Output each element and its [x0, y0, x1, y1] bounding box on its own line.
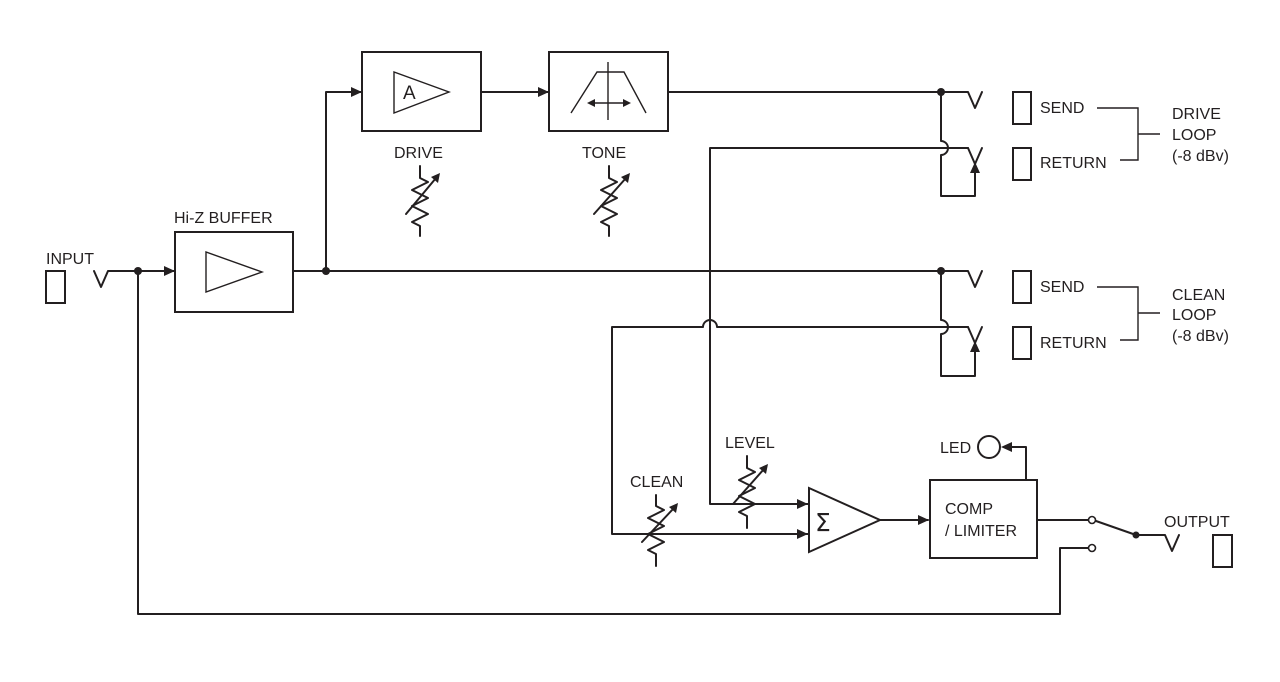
drive-send-label: SEND — [1040, 100, 1084, 117]
drive-label: DRIVE — [394, 145, 443, 162]
switch-contact-top — [1087, 515, 1097, 525]
clean-send-jack — [1012, 270, 1032, 304]
clean-loop-label-line1: CLEAN — [1172, 287, 1225, 304]
clean-normal-wire — [940, 270, 976, 377]
bypass-wire — [137, 270, 1089, 615]
clean-level-label: CLEAN — [630, 474, 683, 491]
drive-loop-label-line1: DRIVE — [1172, 106, 1221, 123]
led-arrowhead — [1001, 442, 1012, 452]
drive-feed-wire — [325, 91, 362, 272]
drive-send-jack — [1012, 91, 1032, 125]
mixer-drive-arrowhead — [797, 499, 808, 509]
led-indicator — [977, 435, 1001, 459]
input-jack — [45, 270, 66, 304]
hiz-buffer-triangle — [205, 251, 265, 293]
drive-return-jack-symbol — [967, 147, 983, 165]
drive-amp-symbol: A — [403, 83, 416, 104]
comp-label-line1: COMP — [945, 501, 993, 518]
output-jack — [1212, 534, 1233, 568]
mixer-sum-symbol: Σ — [815, 508, 831, 537]
input-label: INPUT — [46, 251, 94, 268]
drive-loop-label-line2: LOOP — [1172, 127, 1216, 144]
drive-pot-icon — [405, 165, 440, 237]
hiz-buffer-label: Hi-Z BUFFER — [174, 210, 273, 227]
drive-to-mixer-wire — [709, 326, 809, 505]
drive-return-label: RETURN — [1040, 155, 1107, 172]
clean-return-jack — [1012, 326, 1032, 360]
led-label: LED — [940, 440, 971, 457]
clean-loop-label-line2: LOOP — [1172, 307, 1216, 324]
drive-return-jack — [1012, 147, 1032, 181]
comp-arrowhead — [918, 515, 929, 525]
clean-pot-icon — [641, 494, 678, 567]
hiz-buffer-box — [174, 231, 294, 313]
output-wire — [1135, 534, 1180, 552]
switch-contact-bottom — [1087, 543, 1097, 553]
clean-return-wire — [611, 319, 969, 535]
clean-normal-arrowhead — [970, 341, 980, 352]
drive-amp-box — [361, 51, 482, 132]
drive-box-arrowhead — [351, 87, 362, 97]
clean-send-label: SEND — [1040, 279, 1084, 296]
drive-loop-label-line3: (-8 dBv) — [1172, 148, 1229, 165]
clean-return-label: RETURN — [1040, 335, 1107, 352]
level-label: LEVEL — [725, 435, 775, 452]
comp-limiter-box — [929, 479, 1038, 559]
clean-send-wire — [940, 270, 983, 288]
tone-eq-icon — [570, 62, 647, 120]
drive-return-wire — [709, 147, 969, 328]
mixer-clean-arrowhead — [797, 529, 808, 539]
drive-normal-wire — [940, 91, 976, 197]
comp-label-line2: / LIMITER — [945, 523, 1017, 540]
hiz-buffer-arrowhead — [164, 266, 175, 276]
drive-normal-arrowhead — [970, 162, 980, 173]
bypass-switch-lever — [1095, 520, 1137, 536]
mixer-triangle — [808, 486, 883, 554]
clean-loop-bracket — [1097, 286, 1160, 341]
output-label: OUTPUT — [1164, 514, 1230, 531]
drive-amp-triangle — [393, 71, 452, 115]
clean-return-jack-symbol — [967, 326, 983, 344]
tone-pot-icon — [593, 165, 630, 237]
tone-label: TONE — [582, 145, 626, 162]
comp-to-led-wire — [1003, 446, 1027, 481]
clean-loop-label-line3: (-8 dBv) — [1172, 328, 1229, 345]
level-pot-icon — [732, 455, 768, 529]
drive-loop-bracket — [1097, 107, 1160, 161]
drive-send-wire — [667, 91, 983, 109]
tone-box-arrowhead — [538, 87, 549, 97]
